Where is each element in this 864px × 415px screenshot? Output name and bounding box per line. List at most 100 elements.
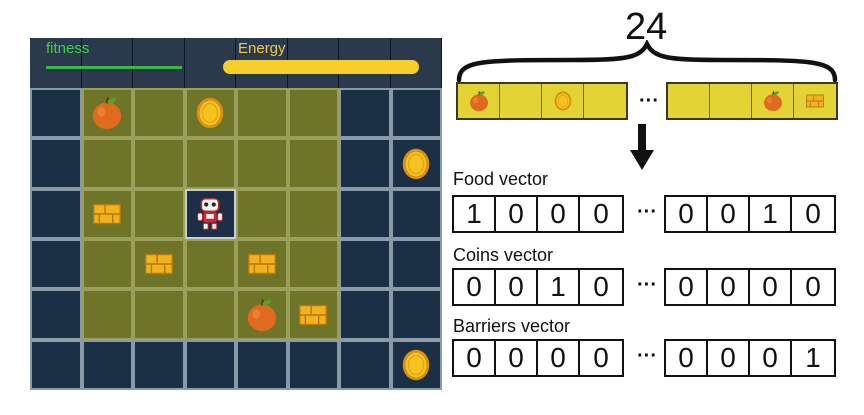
vector-value: 0 [666, 270, 708, 304]
strip-cell [710, 84, 752, 118]
grid-cell [184, 339, 236, 390]
grid-cell [390, 188, 442, 239]
grid-cell [390, 88, 442, 139]
barrier-icon [88, 195, 126, 238]
game-board: fitness Energy [30, 38, 442, 390]
vector-value: 0 [496, 270, 538, 304]
brace [456, 40, 838, 83]
barrier-icon [803, 88, 827, 119]
barrier-icon [140, 245, 178, 288]
apple-icon [243, 296, 281, 339]
vector-value: 0 [593, 342, 609, 373]
strip-cell [542, 84, 584, 118]
apple-icon [88, 94, 126, 137]
grid-cell [81, 339, 133, 390]
barrier-icon [243, 245, 281, 288]
strip-left-group [456, 82, 628, 120]
apple-icon [467, 88, 491, 119]
grid-cell [339, 188, 391, 239]
grid-cell [339, 289, 391, 340]
vector-value: 0 [496, 341, 538, 375]
vector-value: 0 [454, 270, 496, 304]
barrier-icon [294, 296, 332, 339]
vector-value: 0 [538, 341, 580, 375]
grid-cell [184, 138, 236, 189]
grid-cell [133, 289, 185, 340]
vector-value: 0 [454, 341, 496, 375]
grid-cell [30, 289, 82, 340]
vector-value: 0 [593, 198, 609, 229]
grid-cell [236, 138, 288, 189]
grid-cell [339, 239, 391, 290]
grid-cell [287, 339, 339, 390]
vector-value: 1 [805, 342, 821, 373]
down-arrow-icon [630, 124, 654, 170]
fitness-label: fitness [46, 40, 90, 57]
grid-cell [287, 88, 339, 139]
energy-bar [223, 60, 419, 74]
grid-cell [339, 88, 391, 139]
vector-value: 1 [538, 270, 580, 304]
vector-value: 0 [666, 341, 708, 375]
grid-cell [287, 239, 339, 290]
grid-cell [390, 289, 442, 340]
grid-cell [236, 339, 288, 390]
strip-cell [668, 84, 710, 118]
vector-ellipsis: ··· [637, 274, 657, 296]
strip-ellipsis: ··· [639, 90, 659, 112]
hud-cell [30, 38, 82, 88]
vector-ellipsis: ··· [637, 345, 657, 367]
hud-cell [133, 38, 185, 88]
hud-cell [391, 38, 442, 88]
grid-cell [133, 138, 185, 189]
vector-title: Food vector [453, 169, 549, 189]
vector-value: 0 [708, 197, 750, 231]
grid-cell [390, 239, 442, 290]
coin-icon [191, 94, 229, 137]
vector-value: 0 [593, 271, 609, 302]
vector-value: 0 [750, 270, 792, 304]
vector-ellipsis: ··· [637, 201, 657, 223]
grid-cell [81, 289, 133, 340]
grid-cell [184, 289, 236, 340]
hud-cell [82, 38, 133, 88]
vector-title: Barriers vector [453, 316, 571, 336]
grid-cell [236, 88, 288, 139]
vector-value: 1 [454, 197, 496, 231]
vector-value: 0 [538, 197, 580, 231]
strip-cell [584, 84, 626, 118]
strip-right-group [666, 82, 838, 120]
grid-cell [133, 188, 185, 239]
grid-cell [184, 188, 236, 239]
grid-cell [30, 138, 82, 189]
vector-value: 1 [750, 197, 792, 231]
grid-cell [287, 138, 339, 189]
grid-cell [30, 188, 82, 239]
coin-icon [397, 346, 435, 389]
fitness-bar [46, 66, 182, 69]
strip-cell [500, 84, 542, 118]
vector-value: 0 [666, 197, 708, 231]
vector-title: Coins vector [453, 245, 554, 265]
strip-cell [794, 84, 836, 118]
grid-cell [133, 88, 185, 139]
grid-cell [81, 239, 133, 290]
energy-label: Energy [238, 40, 286, 57]
grid-cell [184, 239, 236, 290]
grid-cell [339, 138, 391, 189]
vector-value: 0 [708, 270, 750, 304]
grid-cell [81, 138, 133, 189]
vector-value: 0 [496, 197, 538, 231]
coin-icon [551, 88, 575, 119]
grid-cell [236, 188, 288, 239]
robot-icon [191, 195, 229, 238]
vector-value: 0 [750, 341, 792, 375]
strip-cell [752, 84, 794, 118]
vector-value: 0 [805, 198, 821, 229]
